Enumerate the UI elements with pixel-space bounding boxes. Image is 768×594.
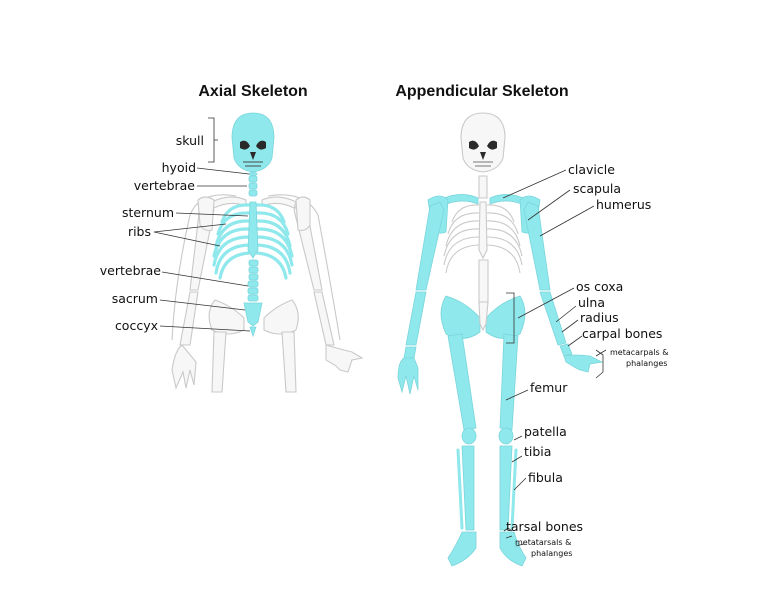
label-metacarpals-line2: phalanges [626,359,667,368]
sternum-bone [247,201,259,259]
humerus-bone [415,201,551,291]
label-metatarsals-line2: phalanges [531,549,572,558]
foot-bones [447,531,527,567]
label-clavicle: clavicle [568,162,615,177]
tibia-fibula-bone [456,445,518,531]
label-ribs: ribs [128,224,151,239]
axial-skeleton-title: Axial Skeleton [198,83,307,100]
sacrum-bone [243,302,263,327]
label-metatarsals-line1: metatarsals & [515,538,571,547]
label-humerus: humerus [596,197,651,212]
axial-figure [153,112,364,393]
label-os-coxa: os coxa [576,279,623,294]
femur-bone [447,333,519,431]
label-vertebrae-neck: vertebrae [134,178,196,193]
appendicular-figure [397,112,607,567]
ribs-bone [212,203,294,280]
label-hyoid: hyoid [162,160,196,175]
label-tarsal-bones: tarsal bones [506,519,583,534]
label-carpal-bones: carpal bones [582,326,662,341]
appendicular-leader-lines [502,169,607,547]
appendicular-gray-torso [443,175,523,303]
label-coccyx: coccyx [115,318,158,333]
appendicular-gray-skull [460,112,506,173]
coccyx-bone [249,326,257,338]
label-fibula: fibula [528,470,563,485]
label-sacrum: sacrum [112,291,158,306]
label-patella: patella [524,424,567,439]
axial-gray-pelvis-legs [208,299,299,393]
clavicle-bone [439,194,529,207]
os-coxa-bone [440,295,526,339]
label-vertebrae-spine: vertebrae [100,263,162,278]
patella-bone [461,427,514,445]
label-tibia: tibia [524,444,551,459]
ulna-radius-bone [405,291,567,346]
label-metacarpals-line1: metacarpals & [610,348,669,357]
skull-bone [231,112,275,173]
label-scapula: scapula [573,181,621,196]
label-femur: femur [530,380,568,395]
label-skull: skull [176,133,204,148]
hand-bones [397,343,604,395]
label-sternum: sternum [122,205,174,220]
label-radius: radius [580,310,619,325]
label-ulna: ulna [578,295,605,310]
axial-leader-lines [153,117,251,332]
appendicular-skeleton-title: Appendicular Skeleton [395,83,568,100]
spine-bone [247,259,259,302]
hyoid-and-neck-vertebrae [248,171,258,197]
axial-gray-shoulders [197,196,311,231]
